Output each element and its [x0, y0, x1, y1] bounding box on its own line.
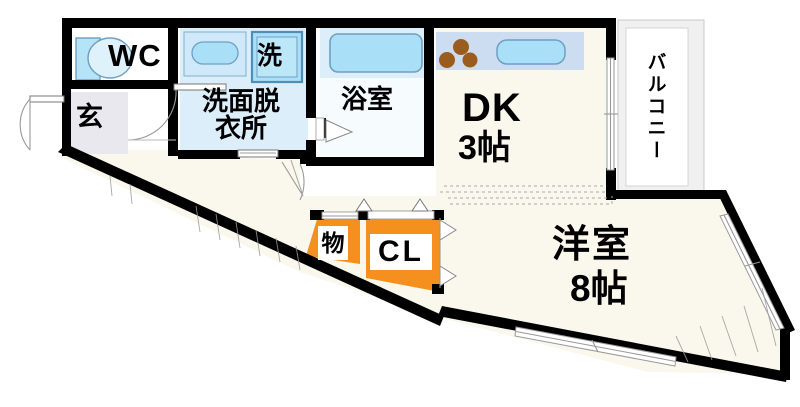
toilet-bowl-icon	[87, 37, 133, 79]
room-label-closet: CL	[378, 235, 424, 268]
wall-washroom-bottom	[178, 150, 240, 159]
stove-burner-icon-1	[453, 39, 469, 55]
balcony-window-icon	[604, 57, 618, 171]
wall-balcony-bottom	[606, 190, 724, 199]
wall-corridor-slant	[58, 144, 444, 326]
wall-closet-bottom-right	[432, 284, 444, 294]
room-area-dashed-outline	[448, 196, 613, 205]
wall-room-south	[438, 306, 788, 382]
bath-door-icon	[315, 117, 354, 143]
floor-entrance	[66, 92, 128, 154]
stove-burner-icon-2	[439, 52, 455, 68]
bathtub-icon	[329, 33, 423, 73]
wall-room-east	[716, 190, 795, 334]
wall-hall-right	[168, 88, 178, 156]
wall-washroom-right	[306, 18, 316, 118]
wall-closet-top-right	[432, 210, 444, 220]
entrance-door-icon	[19, 95, 65, 151]
wc-door-icon	[127, 83, 227, 141]
closet-label-chip: CL	[370, 234, 432, 270]
room-label-balcony: バルコニー	[644, 52, 666, 162]
wall-hall-nub	[300, 150, 310, 164]
balcony-label-chip: バルコニー	[630, 34, 680, 180]
fixtures	[75, 30, 566, 84]
wall-washroom-bottom-2	[276, 150, 312, 159]
wall-closet-top-left	[310, 210, 324, 220]
room-south-window-icon	[514, 326, 677, 367]
washer-pan-inner-icon	[256, 36, 298, 78]
wall-bath-bottom	[316, 157, 434, 166]
storage-label-chip: 物	[318, 226, 348, 260]
wall-dk-right-lower	[606, 168, 616, 200]
wall-closet-top-mid	[358, 210, 370, 220]
floor-corridor	[60, 150, 300, 272]
room-label-storage: 物	[321, 229, 345, 256]
wall-left-upper	[62, 18, 72, 88]
walls	[58, 18, 795, 382]
wall-dk-right-upper	[606, 18, 616, 60]
corridor-door-icon	[281, 159, 305, 201]
wall-top	[62, 18, 614, 28]
room-east-window-icon	[719, 213, 785, 331]
wall-left-entrance	[62, 88, 71, 156]
floor-hatching	[109, 175, 777, 363]
wall-bath-right	[424, 18, 434, 166]
washbasin-bowl-icon	[191, 41, 239, 65]
kitchen-sink-icon	[496, 39, 566, 65]
openings	[19, 57, 785, 367]
wall-wc-right	[168, 18, 178, 88]
stove-burner-icon-3	[462, 52, 478, 68]
wall-wc-bottom	[62, 80, 174, 89]
washroom-door-icon	[237, 149, 279, 158]
wall-room-east-bottom	[780, 328, 790, 380]
dk-area-dashed-outline	[440, 185, 606, 193]
